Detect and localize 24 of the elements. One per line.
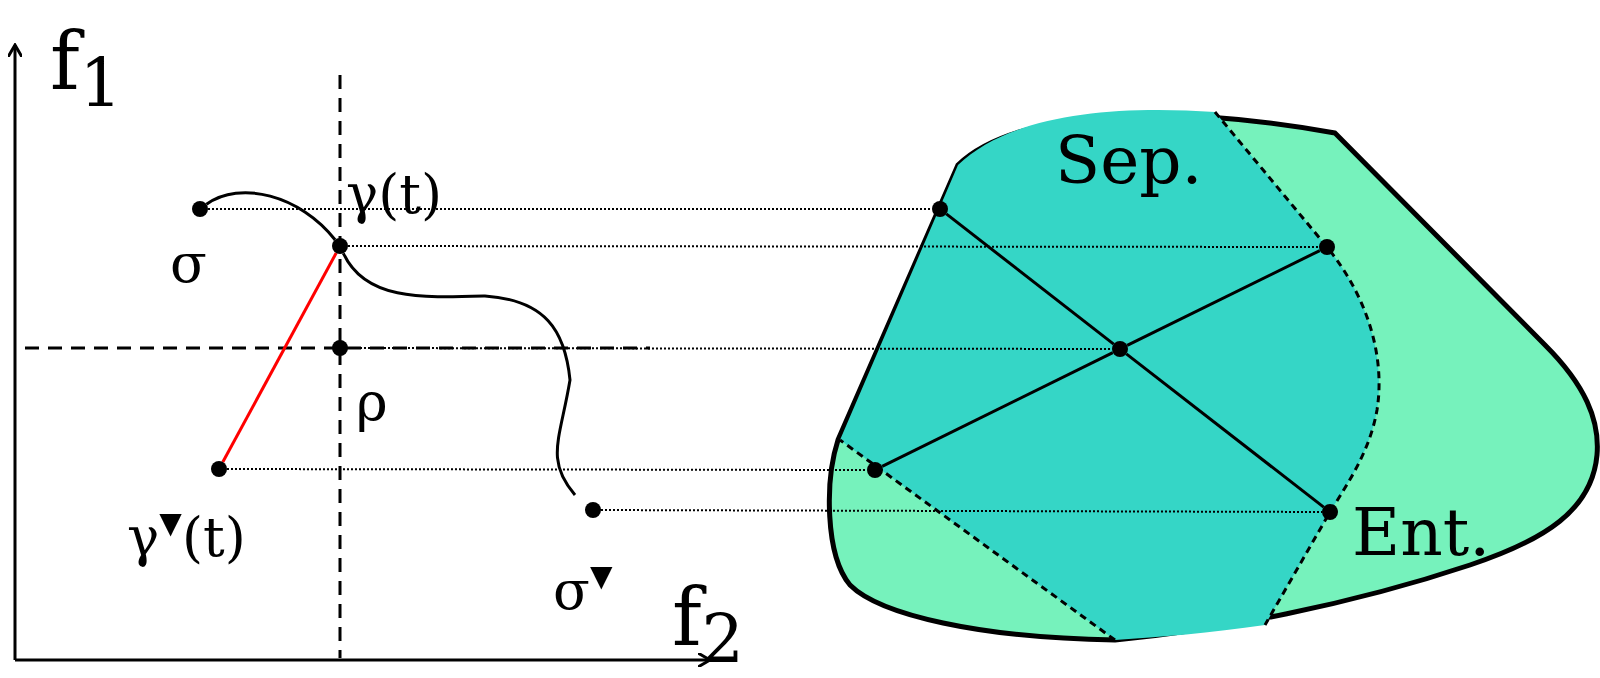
- dotted-line: [226, 468, 868, 471]
- point-dot: [332, 340, 348, 356]
- curve: [205, 191, 337, 241]
- point-label: σ$^{▾}$: [553, 552, 613, 618]
- line: [881, 351, 1114, 468]
- dotted-line: [600, 509, 1323, 513]
- axis-label: f$_{2}$: [672, 578, 745, 673]
- curve: [342, 252, 577, 496]
- point-dot: [211, 461, 227, 477]
- point-dot: [585, 502, 601, 518]
- region-label: Ent.: [1352, 500, 1491, 566]
- point-label: γ$^{▾}$(t): [127, 499, 246, 565]
- line: [1125, 352, 1325, 509]
- line: [945, 212, 1115, 346]
- dotted-line: [347, 245, 1320, 248]
- point-label: σ: [170, 237, 207, 291]
- dotted-line: [207, 208, 933, 210]
- point-dot: [192, 201, 208, 217]
- line: [1126, 249, 1321, 347]
- line: [221, 252, 338, 463]
- point-label: ρ: [356, 376, 388, 430]
- point-label: γ(t): [346, 168, 443, 222]
- point-dot: [332, 238, 348, 254]
- axis-label: f$_{1}$: [50, 22, 123, 117]
